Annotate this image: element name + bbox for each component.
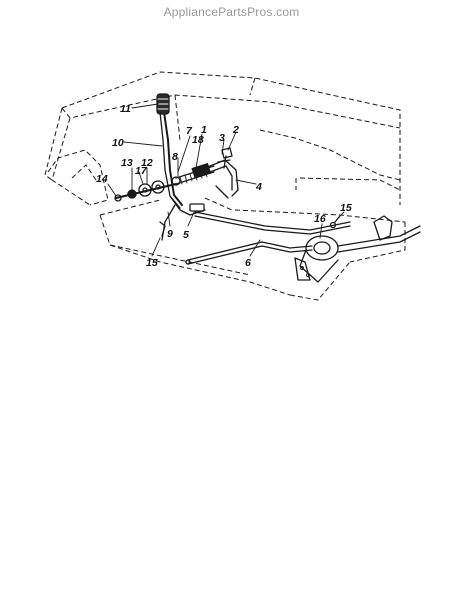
connector-rod xyxy=(194,211,351,235)
callout-12: 12 xyxy=(141,157,153,169)
transmission-flange xyxy=(294,235,339,283)
callout-15-left: 15 xyxy=(146,257,158,269)
callout-3: 3 xyxy=(219,132,225,144)
callout-6: 6 xyxy=(245,257,251,269)
callout-13: 13 xyxy=(121,157,133,169)
shift-rod xyxy=(185,241,313,265)
callout-17: 17 xyxy=(135,165,148,177)
axle-shaft xyxy=(337,215,421,253)
callout-11: 11 xyxy=(120,103,131,115)
callout-9: 9 xyxy=(167,228,173,240)
callout-18: 18 xyxy=(192,134,204,146)
bracket xyxy=(204,159,239,199)
leader-lines xyxy=(107,103,345,257)
callout-4: 4 xyxy=(255,181,262,193)
callout-labels: 11 10 7 18 1 2 3 8 12 17 13 14 4 5 9 15 … xyxy=(96,103,352,269)
shift-lever xyxy=(156,93,183,209)
callout-2: 2 xyxy=(232,124,239,136)
callout-7: 7 xyxy=(186,125,193,137)
watermark: AppliancePartsPros.com xyxy=(163,5,300,19)
callout-8: 8 xyxy=(172,151,178,163)
pivot-hardware xyxy=(114,180,177,202)
tractor-body-outline xyxy=(44,71,406,301)
callout-10: 10 xyxy=(112,137,124,149)
callout-15-right: 15 xyxy=(340,202,352,214)
bolt-and-nut xyxy=(217,147,233,169)
callout-14: 14 xyxy=(96,173,108,185)
callout-1: 1 xyxy=(201,124,207,136)
callout-16: 16 xyxy=(314,213,326,225)
callout-5: 5 xyxy=(183,229,189,241)
